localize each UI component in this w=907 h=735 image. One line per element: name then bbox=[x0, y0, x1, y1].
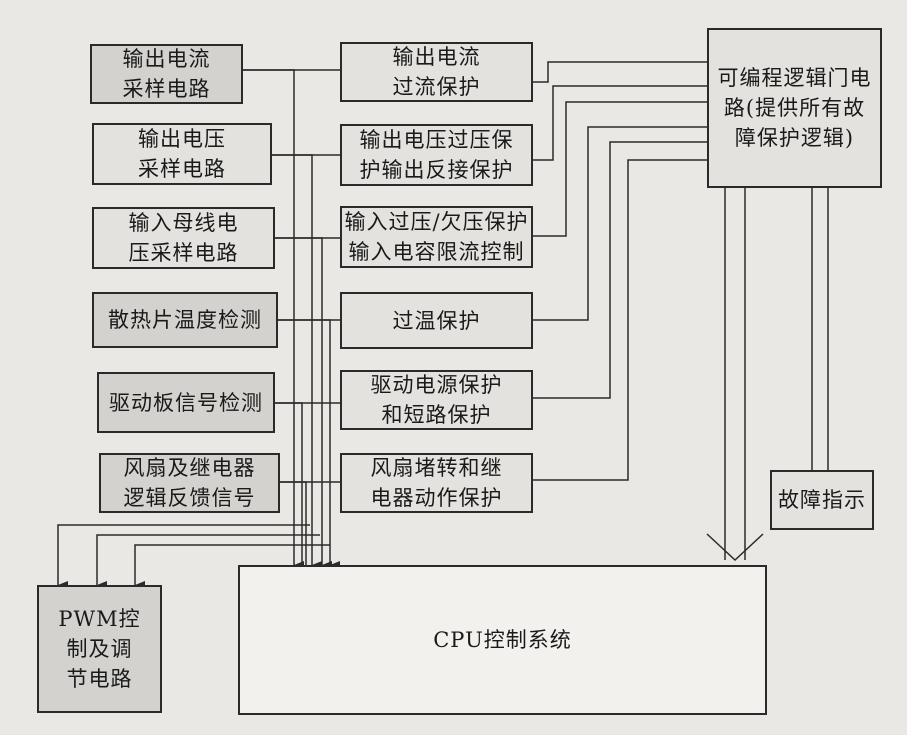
wire-prot-1 bbox=[533, 61, 707, 83]
out-current-sampling-block: 输出电流 采样电路 bbox=[90, 44, 243, 104]
wire-prot-2 bbox=[533, 85, 707, 161]
pwm-control-label: PWM控 制及调 节电路 bbox=[58, 607, 141, 691]
wire-cpu-5 bbox=[275, 402, 303, 565]
input-protection-block: 输入过压/欠压保护 输入电容限流控制 bbox=[340, 206, 533, 268]
out-voltage-sampling-label: 输出电压 采样电路 bbox=[138, 127, 226, 181]
fan-relay-feedback-block: 风扇及继电器 逻辑反馈信号 bbox=[99, 453, 280, 513]
out-voltage-sampling-block: 输出电压 采样电路 bbox=[92, 123, 272, 185]
wire-logic-cpu-arrowhead bbox=[706, 533, 764, 562]
programmable-logic-label: 可编程逻辑门电 路(提供所有故 障保护逻辑) bbox=[717, 66, 872, 150]
bus-voltage-sampling-label: 输入母线电 压采样电路 bbox=[128, 211, 239, 265]
overvoltage-label: 输出电压过压保 护输出反接保护 bbox=[359, 128, 514, 182]
wire-cpu-6 bbox=[280, 481, 307, 565]
driver-signal-label: 驱动板信号检测 bbox=[109, 390, 263, 415]
driver-power-block: 驱动电源保护 和短路保护 bbox=[340, 370, 533, 430]
fault-indicator-block: 故障指示 bbox=[770, 470, 874, 530]
driver-signal-block: 驱动板信号检测 bbox=[97, 372, 275, 433]
pwm-control-block: PWM控 制及调 节电路 bbox=[37, 585, 162, 713]
heatsink-temp-label: 散热片温度检测 bbox=[108, 308, 262, 332]
fan-relay-feedback-label: 风扇及继电器 逻辑反馈信号 bbox=[123, 456, 256, 510]
wire-prot-5 bbox=[533, 141, 707, 399]
wire-pwm-3 bbox=[134, 544, 330, 589]
wire-prot-4 bbox=[533, 126, 707, 321]
cpu-control-block: CPU控制系统 bbox=[238, 565, 767, 715]
overtemp-block: 过温保护 bbox=[340, 292, 533, 349]
fan-stall-block: 风扇堵转和继 电器动作保护 bbox=[340, 453, 533, 513]
out-current-sampling-label: 输出电流 采样电路 bbox=[122, 47, 211, 101]
wire-pwm-1 bbox=[57, 524, 310, 589]
wire-prot-3 bbox=[533, 101, 707, 237]
wire-cpu-1 bbox=[243, 69, 304, 569]
bus-voltage-sampling-block: 输入母线电 压采样电路 bbox=[92, 207, 275, 269]
heatsink-temp-block: 散热片温度检测 bbox=[92, 292, 278, 348]
overcurrent-label: 输出电流 过流保护 bbox=[392, 45, 481, 99]
programmable-logic-block: 可编程逻辑门电 路(提供所有故 障保护逻辑) bbox=[707, 28, 882, 188]
overcurrent-block: 输出电流 过流保护 bbox=[340, 42, 533, 102]
driver-power-label: 驱动电源保护 和短路保护 bbox=[370, 373, 503, 427]
overtemp-label: 过温保护 bbox=[392, 308, 481, 333]
overvoltage-block: 输出电压过压保 护输出反接保护 bbox=[340, 124, 533, 186]
wire-cpu-4 bbox=[278, 319, 340, 569]
wire-cpu-3 bbox=[275, 237, 332, 569]
wire-cpu-2 bbox=[272, 154, 322, 569]
input-protection-label: 输入过压/欠压保护 输入电容限流控制 bbox=[344, 210, 529, 264]
wire-pwm-2 bbox=[96, 534, 320, 589]
wire-prot-6 bbox=[533, 159, 707, 481]
fault-indicator-label: 故障指示 bbox=[778, 488, 866, 512]
cpu-control-label: CPU控制系统 bbox=[433, 628, 572, 652]
fan-stall-label: 风扇堵转和继 电器动作保护 bbox=[370, 456, 503, 510]
